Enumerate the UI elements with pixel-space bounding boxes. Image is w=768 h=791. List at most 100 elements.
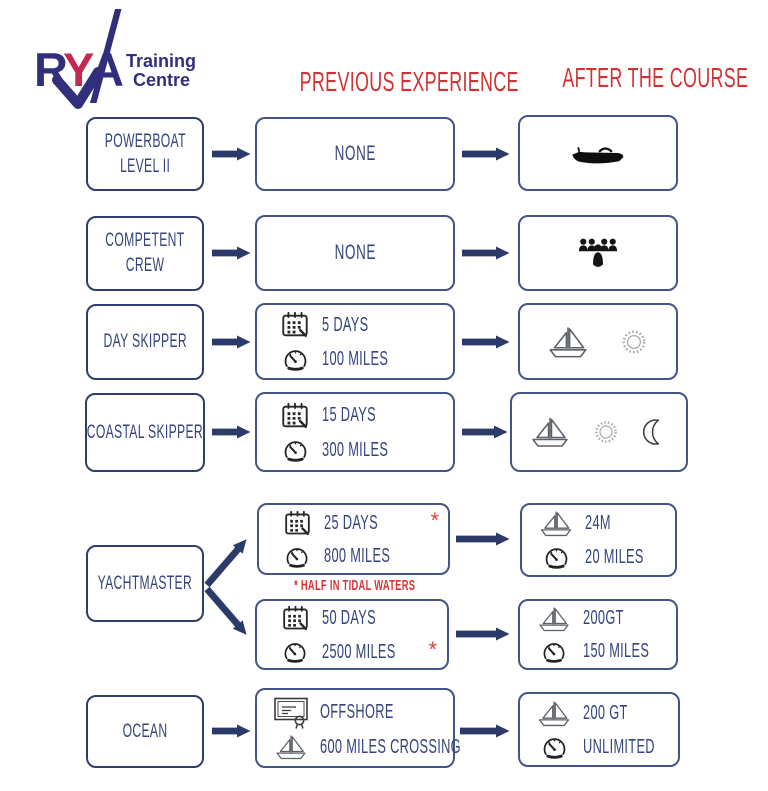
crew-icon [575,236,621,270]
arrow-yachtmaster-branch-up [204,539,247,588]
course-label: POWERBOAT [104,130,186,152]
experience-miles-line: 300 MILES [277,437,425,464]
experience-box-day-skipper: 5 DAYS 100 MILES [255,303,455,380]
calendar-icon [281,604,310,633]
previous-experience-header: PREVIOUS EXPERIENCE [238,66,519,98]
speedometer-icon [282,437,309,464]
course-box-powerboat: POWERBOAT LEVEL II [86,117,204,191]
logo-checkmark [52,67,103,109]
course-label: CREW [125,255,165,276]
course-label: YACHTMASTER [97,572,193,594]
rya-training-centre-logo: R Y A Training Centre [34,9,196,109]
sun-icon [617,325,651,359]
after-range-line: 20 MILES [536,544,677,571]
experience-miles-value: 2500 MILES [322,640,396,663]
tidal-waters-note: * HALF IN TIDAL WATERS [255,577,455,595]
tidal-waters-asterisk: * [430,508,439,533]
experience-days-value: 15 DAYS [322,404,376,426]
calendar-icon [280,401,310,431]
experience-days-line: 25 DAYS [279,509,408,538]
experience-days-line: 5 DAYS [277,310,395,340]
tidal-waters-asterisk: * [428,637,437,662]
after-box-ocean: 200 GT UNLIMITED [518,692,680,767]
calendar-icon [283,509,312,538]
previous-experience-header-text: PREVIOUS EXPERIENCE [299,66,519,97]
logo-letter-r: R [34,43,68,96]
logo-letter-a: A [90,43,124,96]
course-box-coastal-skipper: COASTAL SKIPPER [85,393,205,472]
experience-box-competent-crew: NONE [255,215,455,291]
after-range-value: 20 MILES [585,546,644,568]
after-range-value: UNLIMITED [583,735,655,758]
arrow-yachtmaster-branch-down [204,586,247,635]
experience-miles-value: 100 MILES [322,348,389,370]
logo-training-text: Training [126,51,196,71]
moon-icon [640,417,670,447]
calendar-icon [280,310,310,340]
course-label: COASTAL SKIPPER [86,421,204,443]
after-box-day-skipper [518,303,678,380]
speedometer-icon [282,639,308,665]
powerboat-icon [569,140,627,167]
experience-certificate-line: OFFSHORE [271,695,435,729]
experience-certificate-value: OFFSHORE [320,700,394,723]
after-the-course-header-text: AFTER THE COURSE [562,62,749,93]
speedometer-icon [284,544,310,570]
experience-miles-line: 100 MILES [277,346,425,373]
after-range-value: 150 MILES [583,640,650,662]
speedometer-icon [541,639,567,665]
course-label: COMPETENT [105,230,185,251]
speedometer-icon [541,734,568,761]
course-box-ocean: OCEAN [86,695,204,768]
sailboat-icon [273,733,309,761]
experience-box-coastal-skipper: 15 DAYS 300 MILES [255,392,455,472]
course-box-day-skipper: DAY SKIPPER [86,304,204,380]
experience-days-value: 5 DAYS [322,313,369,336]
after-vessel-line: 200 GT [534,699,653,728]
course-box-competent-crew: COMPETENT CREW [86,216,204,291]
after-box-powerboat [518,115,678,191]
course-label: LEVEL II [119,155,171,177]
experience-none-label: NONE [334,241,376,264]
after-the-course-header: AFTER THE COURSE [510,62,748,94]
certificate-icon [273,695,309,729]
after-range-line: 150 MILES [534,639,686,665]
course-box-yachtmaster: YACHTMASTER [86,545,204,622]
after-tonnage-value: 200 GT [583,701,628,724]
experience-days-value: 50 DAYS [322,607,376,629]
experience-days-value: 25 DAYS [324,511,378,534]
sailboat-icon [528,415,572,449]
experience-box-powerboat: NONE [255,117,455,191]
after-range-line: UNLIMITED [534,734,695,761]
course-label: OCEAN [122,720,168,742]
after-vessel-line: 200GT [534,605,647,633]
logo-letter-y: Y [63,43,94,96]
after-box-coastal-skipper [510,392,688,472]
after-box-competent-crew [518,215,678,291]
after-box-yachtmaster-top: 24M 20 MILES [520,503,677,577]
after-vessel-value: 24M [585,512,611,534]
experience-miles-line: 800 MILES [279,544,427,570]
course-label: DAY SKIPPER [103,331,187,352]
experience-box-ocean: OFFSHORE 600 MILES CROSSING [255,688,461,768]
speedometer-icon [282,346,309,373]
experience-box-yachtmaster-top: * 25 DAYS 800 MILES [257,503,450,575]
experience-days-line: 15 DAYS [277,401,406,431]
sailboat-icon [545,324,591,360]
experience-days-line: 50 DAYS [277,604,406,633]
sailboat-icon [537,509,575,538]
sailboat-icon [535,699,573,728]
experience-none-label: NONE [334,142,376,165]
experience-miles-value: 300 MILES [322,438,389,461]
logo-centre-text: Centre [133,70,190,90]
experience-miles-value: 800 MILES [324,545,391,567]
experience-miles-line: 2500 MILES [277,639,437,665]
experience-crossing-line: 600 MILES CROSSING [271,733,540,761]
sailboat-icon [535,605,573,633]
speedometer-icon [543,544,570,571]
experience-box-yachtmaster-bottom: * 50 DAYS 2500 MILES [255,599,449,670]
after-vessel-line: 24M [536,509,625,538]
experience-crossing-value: 600 MILES CROSSING [320,735,461,758]
tidal-waters-note-text: * HALF IN TIDAL WATERS [294,578,416,594]
